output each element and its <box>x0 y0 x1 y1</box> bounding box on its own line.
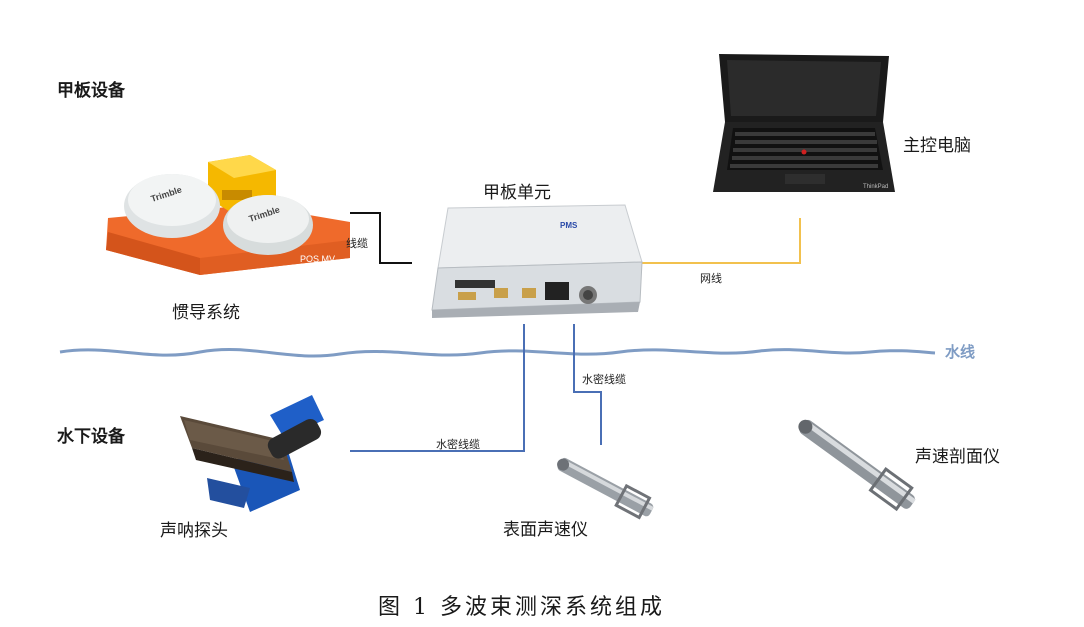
svp-label: 声速剖面仪 <box>915 447 1000 467</box>
ins-cable-line <box>350 212 412 264</box>
network-cable-line <box>640 218 801 264</box>
waterline-label: 水线 <box>945 343 976 361</box>
ins-label: 惯导系统 <box>172 303 240 323</box>
pc-label: 主控电脑 <box>903 136 971 156</box>
ins-cable-label: 线缆 <box>346 237 368 250</box>
ins-device-image: Trimble Trimble POS MV <box>106 155 350 275</box>
deck-unit-label: 甲板单元 <box>483 183 551 203</box>
pc-image: ThinkPad <box>713 54 895 192</box>
transducer-image <box>180 395 324 512</box>
svs-label: 表面声速仪 <box>503 520 588 540</box>
deck-unit-image: PMS <box>431 204 643 318</box>
waterproof-cable-1-label: 水密线缆 <box>436 438 480 451</box>
ins-model-text: POS MV <box>300 254 335 264</box>
waterproof-cable-2-label: 水密线缆 <box>582 373 626 386</box>
pc-brand-text: ThinkPad <box>863 184 888 190</box>
transducer-label: 声呐探头 <box>160 521 228 541</box>
waterline <box>59 348 936 358</box>
waterproof-cable-2-line <box>573 324 602 445</box>
network-cable-label: 网线 <box>700 272 722 285</box>
svs-image <box>557 457 654 520</box>
figure-caption: 图 1 多波束测深系统组成 <box>378 595 665 620</box>
svp-image <box>798 419 916 512</box>
underwater-equipment-label: 水下设备 <box>57 427 125 447</box>
svg-text:PMS: PMS <box>560 221 578 230</box>
deck-equipment-label: 甲板设备 <box>57 81 125 101</box>
waterproof-cable-1-line <box>350 324 525 452</box>
